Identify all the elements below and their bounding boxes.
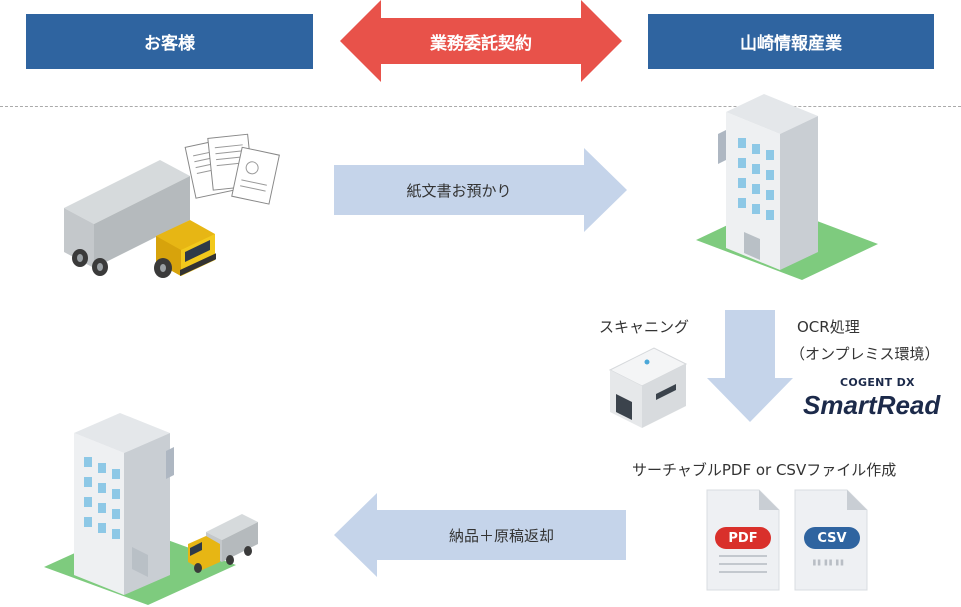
return-arrow	[334, 493, 626, 577]
receive-label: 紙文書お預かり	[406, 181, 512, 200]
brand-small-logo: COGENT DX	[840, 376, 915, 389]
return-label: 納品＋原稿返却	[448, 526, 554, 545]
office-building-icon	[696, 94, 878, 280]
contract-double-arrow	[340, 0, 622, 82]
process-down-arrow	[707, 310, 793, 422]
receive-arrow	[334, 148, 627, 232]
contract-label: 業務委託契約	[430, 33, 532, 54]
customer-building-icon	[44, 413, 236, 605]
customer-box: お客様	[26, 14, 313, 69]
svg-text:""": """	[811, 557, 845, 582]
csv-badge: CSV	[804, 527, 860, 549]
ocr-label-line2: （オンプレミス環境）	[790, 345, 940, 363]
scanner-icon	[608, 347, 688, 428]
paper-documents-icon	[184, 133, 280, 205]
small-truck-icon	[188, 514, 258, 573]
provider-box: 山崎情報産業	[648, 14, 934, 69]
delivery-truck-icon	[64, 160, 216, 278]
file-creation-label: サーチャブルPDF or CSVファイル作成	[632, 461, 897, 479]
customer-label: お客様	[144, 34, 195, 54]
smartread-logo: SmartRead	[803, 390, 941, 420]
pdf-badge: PDF	[715, 527, 771, 549]
provider-label: 山崎情報産業	[740, 34, 842, 54]
ocr-label-line1: OCR処理	[797, 318, 860, 336]
scanning-label: スキャニング	[599, 318, 690, 336]
divider	[0, 106, 961, 107]
